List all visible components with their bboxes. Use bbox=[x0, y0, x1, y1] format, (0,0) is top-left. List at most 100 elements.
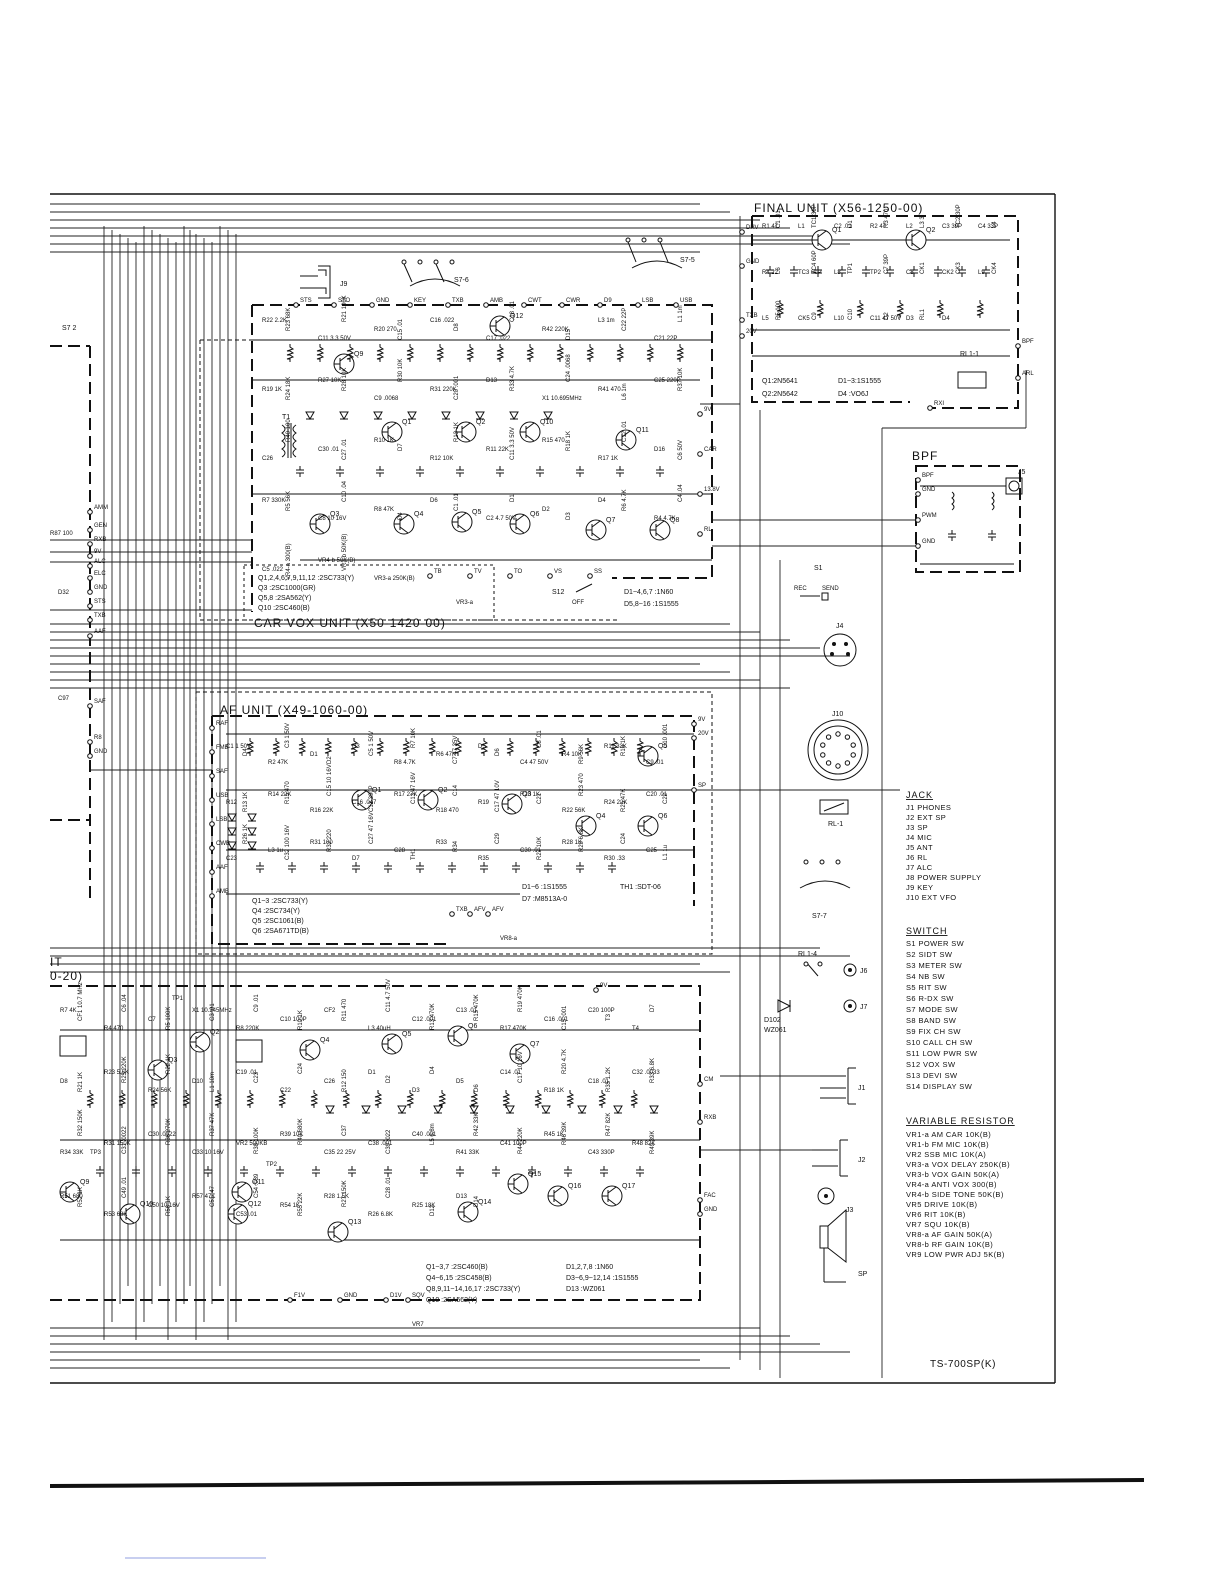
carvox-component-39: R13 1K bbox=[454, 422, 460, 442]
final-component-16: TC3 60P bbox=[798, 270, 822, 276]
final-component-13: L4 bbox=[992, 221, 998, 228]
j10-pin-8 bbox=[820, 742, 826, 748]
final-resistor-5 bbox=[976, 300, 985, 318]
carvox-component-14: C21 22P bbox=[654, 336, 677, 342]
carvox-pin-right-2: 13.8V bbox=[697, 487, 720, 497]
left-pin-8-label: AAF bbox=[94, 629, 106, 635]
af-transistor-q5-collector bbox=[643, 746, 653, 754]
relay-jack-j6: J6 bbox=[843, 963, 868, 977]
carvox-component-11: D15 bbox=[566, 328, 572, 340]
if-resistor-12-zigzag bbox=[470, 1090, 479, 1108]
left-pin-0-label: GEN bbox=[94, 523, 107, 529]
jack-item-7: J8 POWER SUPPLY bbox=[906, 873, 981, 882]
final-component-18: L8 bbox=[834, 270, 841, 276]
af-component-39: R23 470 bbox=[579, 773, 585, 796]
if-capacitor-4 bbox=[240, 1166, 248, 1177]
if-component-17: R13 470K bbox=[430, 1003, 436, 1030]
carvox-transistor-q3: Q3 bbox=[309, 511, 339, 535]
final-resistor-4-zigzag bbox=[936, 300, 945, 318]
left-pin-0-terminal bbox=[87, 527, 93, 533]
carvox-transistor-q12-label: Q12 bbox=[510, 313, 523, 320]
final-unit-title: FINAL UNIT (X56-1250-00) bbox=[754, 201, 923, 215]
if-diode-1 bbox=[361, 1105, 371, 1115]
af-pin-right-2: SP bbox=[691, 783, 706, 793]
carvox-component-15: L1 1m bbox=[678, 305, 684, 322]
bpf-pin-2-label: PWM bbox=[922, 513, 937, 519]
if-component-100: R25 18K bbox=[412, 1203, 435, 1209]
if-capacitor-10 bbox=[456, 1166, 464, 1177]
if-component-54: C32 .0033 bbox=[632, 1070, 660, 1076]
af-resistor-10-zigzag bbox=[506, 738, 515, 756]
if-transistor-q13-label: Q13 bbox=[348, 1219, 361, 1226]
if-component-74: R41 33K bbox=[456, 1150, 479, 1156]
final-component-6: R2 47 bbox=[870, 224, 887, 230]
if-pin-0: 9V bbox=[593, 983, 607, 993]
left-pin-4-terminal bbox=[87, 575, 93, 581]
left-pin-3: ALC bbox=[87, 559, 106, 569]
carvox-pin-right-2-terminal bbox=[697, 491, 703, 497]
af-component-58: C30 .01 bbox=[520, 848, 542, 854]
left-pin-4: ELC bbox=[87, 571, 106, 581]
carvox-pin-bottom-4-label: SS bbox=[594, 569, 602, 575]
if-component-33: R22 1K bbox=[166, 1054, 172, 1074]
final-component-34: C11 47 50V bbox=[870, 316, 901, 322]
af-component-29: C12 390P bbox=[369, 785, 375, 812]
af-resistor-7-zigzag bbox=[428, 738, 437, 756]
if-component-44: D3 bbox=[412, 1088, 420, 1094]
if-transistor-q7: Q7 bbox=[509, 1041, 539, 1065]
af-diode-2: D7 :M8513A-0 bbox=[522, 896, 567, 903]
final-component-0: R1 47 bbox=[762, 224, 779, 230]
carvox-pin-right-3-terminal bbox=[697, 531, 703, 537]
carvox-transistor-q8-collector bbox=[655, 520, 665, 528]
varres-item-2: VR2 SSB MIC 10K(A) bbox=[906, 1150, 986, 1159]
if-resistor-15 bbox=[566, 1090, 575, 1108]
if-resistor-7 bbox=[310, 1090, 319, 1108]
carvox-component-22: R31 220K bbox=[430, 387, 457, 393]
af-component-48: R31 100 bbox=[310, 840, 333, 846]
final-component-21: C7 39P bbox=[884, 254, 890, 274]
if-component-14: L3 40uH bbox=[368, 1026, 391, 1032]
carvox-resistor-2-zigzag bbox=[346, 344, 355, 362]
if-component-7: C3 .01 bbox=[210, 1003, 216, 1021]
af-pin-bottom-2-label: AFV bbox=[492, 907, 504, 913]
if-resistor-2-zigzag bbox=[150, 1090, 159, 1108]
if-resistor-8-zigzag bbox=[342, 1090, 351, 1108]
switch-legend-title: SWITCH bbox=[906, 926, 948, 936]
final-transistor-q2-label: Q2 bbox=[926, 227, 935, 234]
if-pin-6: GND bbox=[337, 1293, 358, 1303]
final-pin-4: BPF bbox=[1015, 339, 1034, 349]
carvox-pin-top-4: TXB bbox=[445, 298, 464, 308]
carvox-pin-right-1: CAR bbox=[697, 447, 717, 457]
bpf-border bbox=[915, 465, 1021, 573]
if-component-72: C40 .001 bbox=[412, 1132, 437, 1138]
if-part-4: Q10 :2SA562(Y) bbox=[426, 1297, 477, 1304]
carvox-pin-bottom-2: TO bbox=[507, 569, 523, 579]
af-component-24: R14 22K bbox=[268, 792, 291, 798]
carvox-resistor-12-zigzag bbox=[646, 344, 655, 362]
left-pin-7: TXB bbox=[87, 613, 106, 623]
final-capacitor-4 bbox=[862, 266, 870, 277]
c97-label: C97 bbox=[58, 696, 70, 702]
if-component-51: R20 4.7K bbox=[562, 1049, 568, 1074]
af-component-35: C17 47 10V bbox=[495, 780, 501, 812]
car-vox-part-2: Q3 :2SC1000(GR) bbox=[258, 585, 316, 592]
if-resistor-8 bbox=[342, 1090, 351, 1108]
af-component-3: C3 1 50V bbox=[285, 723, 291, 748]
if-component-25: T3 bbox=[606, 1013, 612, 1021]
carvox-pin-right-2-label: 13.8V bbox=[704, 487, 720, 493]
left-pin-10: R8 bbox=[87, 735, 102, 745]
if-component-34: D10 bbox=[192, 1079, 204, 1085]
carvox-component-42: R15 470 bbox=[542, 438, 565, 444]
j10-pin-0 bbox=[835, 731, 841, 737]
af-component-60: R28 1K bbox=[562, 840, 582, 846]
carvox-transistor-q7: Q7 bbox=[585, 517, 615, 541]
varres-item-11: VR8-b RF GAIN 10K(B) bbox=[906, 1240, 993, 1249]
af-component-63: C24 bbox=[621, 832, 627, 844]
carvox-resistor-6-zigzag bbox=[466, 344, 475, 362]
left-pin-11: GND bbox=[87, 749, 108, 759]
carvox-resistor-3-zigzag bbox=[376, 344, 385, 362]
final-unit: FINAL UNIT (X56-1250-00) Q1:2N5641 D1~3:… bbox=[739, 201, 1034, 411]
final-resistor-3-zigzag bbox=[896, 300, 905, 318]
if-filter-cf2 bbox=[235, 1039, 263, 1063]
